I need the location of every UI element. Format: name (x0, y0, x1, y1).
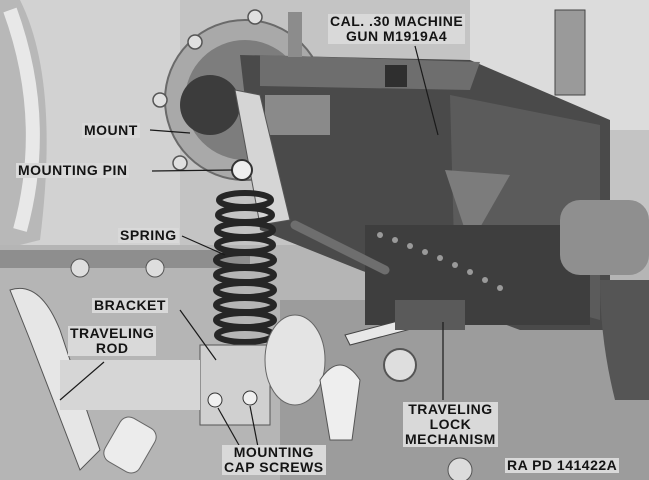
label-traveling-lock: TRAVELING LOCK MECHANISM (403, 402, 498, 447)
mount-hole (180, 75, 240, 135)
label-traveling-rod: TRAVELING ROD (68, 325, 157, 356)
label-mounting-cap-screws: MOUNTING CAP SCREWS (222, 445, 326, 475)
bolt (152, 92, 168, 108)
hex-nut (383, 348, 417, 382)
cap-screw (207, 392, 223, 408)
bolt (187, 34, 203, 50)
cable (3, 7, 40, 232)
mount-arm (234, 89, 291, 226)
cover-latch (265, 95, 330, 135)
label-machine-gun: CAL. .30 MACHINE GUN M1919A4 (328, 13, 466, 44)
rod-housing (60, 360, 200, 410)
label-machine-gun-line1: CAL. .30 MACHINE (330, 13, 464, 29)
spring-base (264, 314, 326, 406)
rear-sight (288, 12, 302, 57)
lower-nut (447, 457, 473, 480)
figure-id: RA PD 141422A (505, 457, 620, 473)
bracket (199, 344, 271, 426)
label-machine-gun-line2: GUN M1919A4 (346, 28, 448, 44)
mounting-pin (231, 159, 253, 181)
front-bracket (445, 170, 510, 245)
label-mounting-pin: MOUNTING PIN (16, 162, 130, 178)
label-traveling-lock-line3: MECHANISM (405, 431, 496, 447)
label-traveling-rod-line2: ROD (95, 340, 129, 356)
label-spring: SPRING (118, 227, 179, 243)
clevis (319, 364, 361, 441)
label-mounting-cap-screws-line2: CAP SCREWS (224, 459, 324, 475)
label-traveling-rod-line1: TRAVELING (70, 325, 155, 341)
label-bracket: BRACKET (92, 297, 168, 313)
front-sight (554, 9, 586, 96)
mount-bolts (152, 9, 263, 171)
rear-sight-post (385, 65, 407, 87)
pistol-grip (600, 280, 649, 400)
traveling-rod (9, 288, 101, 471)
cap-screw (242, 390, 258, 406)
bolt (172, 155, 188, 171)
traveling-lock-body (395, 300, 465, 330)
spring (213, 190, 277, 345)
label-traveling-lock-line2: LOCK (429, 416, 472, 432)
label-traveling-lock-line1: TRAVELING (408, 401, 493, 417)
label-mount: MOUNT (82, 122, 140, 138)
bolt (247, 9, 263, 25)
floor-bolt (145, 258, 165, 278)
floor-bolt (70, 258, 90, 278)
floor-rail (0, 250, 250, 268)
side-plate-rivets (377, 232, 503, 291)
barrel-jacket (560, 200, 649, 275)
label-mounting-cap-screws-line1: MOUNTING (233, 444, 314, 460)
charging-rod (290, 220, 390, 275)
rod-clamp (103, 416, 157, 474)
